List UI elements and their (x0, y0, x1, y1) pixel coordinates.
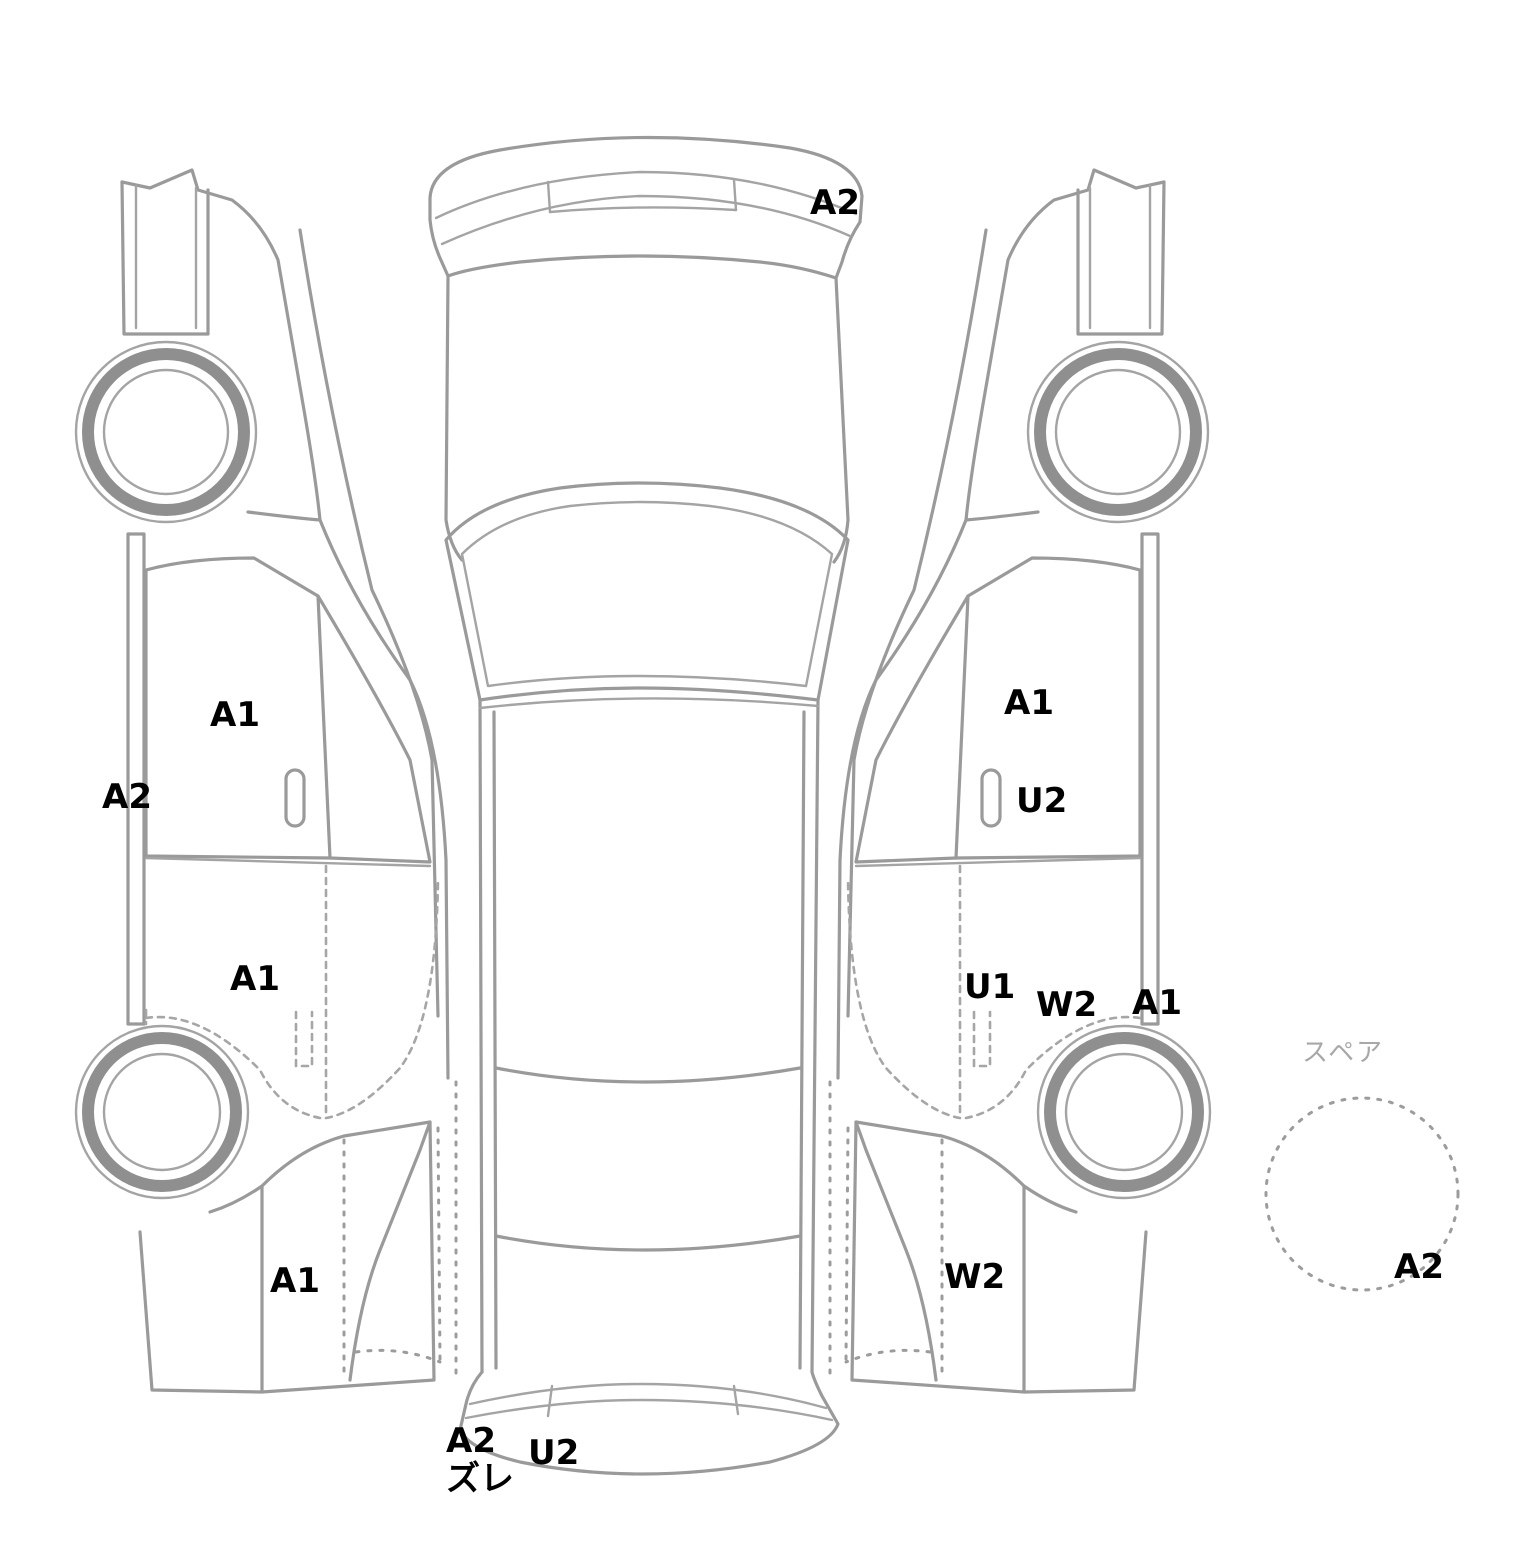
right-front-fender (1022, 1184, 1148, 1394)
car-top-view (428, 135, 864, 1476)
roof-line (494, 1066, 802, 1084)
car-right-side-view (828, 168, 1212, 1394)
right-rear-tire (1034, 348, 1202, 516)
left-front-fender (138, 1184, 264, 1394)
right-front-tire (1044, 1032, 1204, 1192)
mark-front-bumper: A2 (446, 1421, 496, 1461)
mark-right-rear-wheel-arch: W2 (1036, 985, 1098, 1025)
front-bumper (458, 1370, 840, 1476)
mark-left-front-pillar: A2 (102, 777, 152, 817)
mark-right-rear-quarter: W2 (944, 1257, 1006, 1297)
mark-rear-bumper: A2 (810, 183, 860, 223)
spare-tire-label: スペア (1302, 1038, 1385, 1068)
right-front-door (954, 556, 1142, 860)
mark-spare-tire: A2 (1394, 1247, 1444, 1287)
mark-left-rear-door: A1 (230, 959, 280, 999)
right-rear-panel (964, 168, 1166, 522)
left-rear-panel (120, 168, 322, 522)
mark-front-bumper-2: U2 (528, 1433, 580, 1473)
cabin-body (478, 698, 484, 1374)
windshield-line (494, 1234, 802, 1252)
right-rocker-strip (1140, 532, 1160, 1026)
mark-right-front-door-2: U2 (1016, 781, 1068, 821)
mark-left-rear-quarter: A1 (270, 1261, 320, 1301)
left-rear-door-outline (324, 864, 440, 1120)
left-rear-tire (82, 348, 250, 516)
mark-left-front-door: A1 (210, 695, 260, 735)
mark-right-rear-sill: A1 (1132, 983, 1182, 1023)
left-front-door (144, 556, 332, 860)
right-door-handle (980, 768, 1002, 828)
mark-front-bumper-note: ズレ (446, 1459, 514, 1499)
car-left-side-view (74, 168, 458, 1394)
mark-right-front-door: A1 (1004, 683, 1054, 723)
left-rocker-strip (126, 532, 146, 1026)
roof-rear-section (444, 274, 464, 562)
mark-right-rear-door: U1 (964, 967, 1016, 1007)
rear-bumper (428, 135, 864, 280)
left-front-tire (82, 1032, 242, 1192)
rear-window (444, 481, 850, 702)
right-rear-door-outline (846, 864, 962, 1120)
spare-tire (1264, 1096, 1460, 1292)
left-door-handle (284, 768, 306, 828)
